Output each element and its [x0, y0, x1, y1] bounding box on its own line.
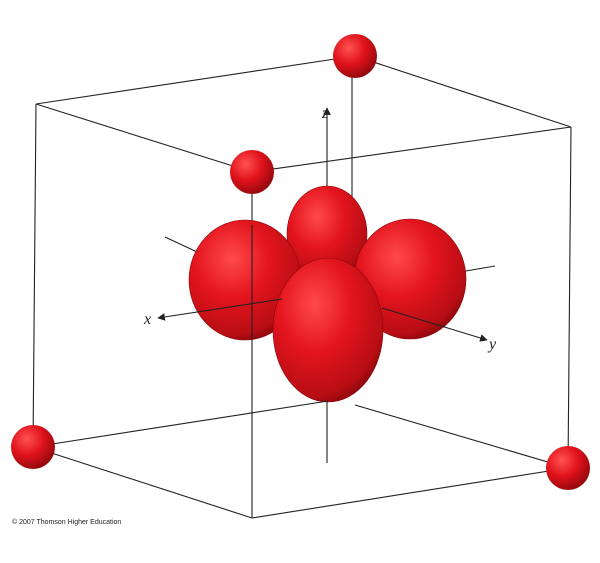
axes-front: [157, 298, 488, 463]
axis-label-x: x: [143, 311, 151, 328]
ligand-sphere-top-front: [230, 150, 274, 194]
cube-back-frame: [35, 55, 572, 200]
ligand-sphere-bottom-right: [546, 446, 590, 490]
cube-front-frame: [32, 103, 572, 519]
ligand-sphere-top-back: [333, 34, 377, 78]
copyright-notice: © 2007 Thomson Higher Education: [12, 519, 122, 526]
axis-label-z: z: [321, 105, 329, 122]
orbital-lobes: [188, 185, 467, 403]
ligand-sphere-bottom-left: [11, 425, 55, 469]
lobe-front: [272, 257, 384, 403]
axis-label-y: y: [487, 336, 497, 353]
